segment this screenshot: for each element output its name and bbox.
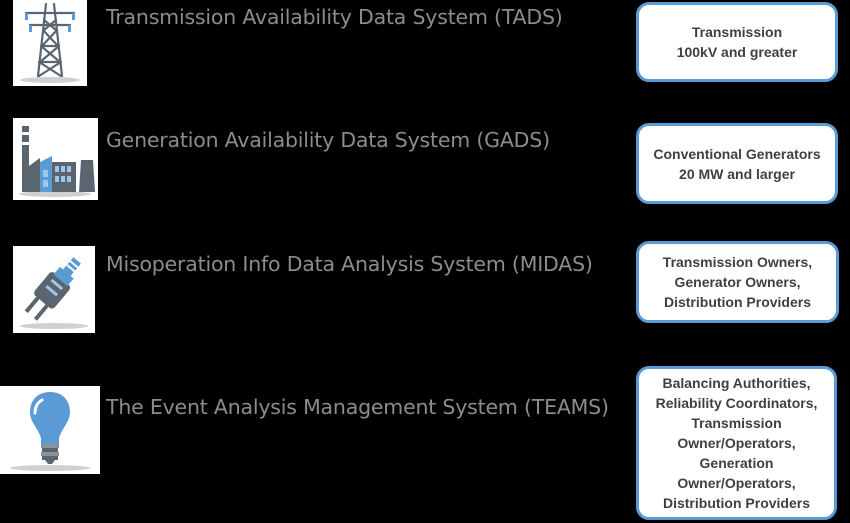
scope-line: Owner/Operators,: [677, 475, 796, 491]
scope-line: Distribution Providers: [663, 294, 812, 310]
scope-line: Balancing Authorities,: [662, 375, 811, 391]
system-title-midas: Misoperation Info Data Analysis System (…: [106, 252, 593, 276]
scope-line: 100kV and greater: [676, 44, 798, 60]
scope-box-tads: Transmission 100kV and greater: [636, 2, 838, 82]
system-title-tads: Transmission Availability Data System (T…: [106, 5, 563, 29]
scope-box-teams: Balancing Authorities, Reliability Coord…: [636, 366, 837, 520]
scope-line: Conventional Generators: [653, 145, 821, 162]
system-title-teams: The Event Analysis Management System (TE…: [106, 395, 609, 419]
scope-line: Transmission: [691, 24, 783, 40]
power-plug-icon: [13, 246, 95, 333]
scope-box-midas: Transmission Owners, Generator Owners, D…: [636, 241, 839, 323]
scope-line: Generator Owners,: [674, 274, 801, 290]
scope-box-gads: Conventional Generators 20 MW and larger: [636, 123, 838, 204]
scope-line: Transmission: [691, 415, 782, 431]
transmission-tower-icon: [13, 0, 87, 86]
scope-line: Distribution Providers: [662, 495, 811, 511]
scope-line: Generation: [699, 455, 774, 471]
scope-line: Reliability Coordinators,: [655, 395, 818, 411]
power-plant-icon: [13, 118, 98, 200]
scope-line: Transmission Owners,: [662, 254, 813, 270]
scope-line: 20 MW and larger: [679, 165, 795, 182]
scope-line: Owner/Operators,: [677, 435, 796, 451]
light-bulb-icon: [0, 386, 100, 474]
system-title-gads: Generation Availability Data System (GAD…: [106, 128, 550, 152]
